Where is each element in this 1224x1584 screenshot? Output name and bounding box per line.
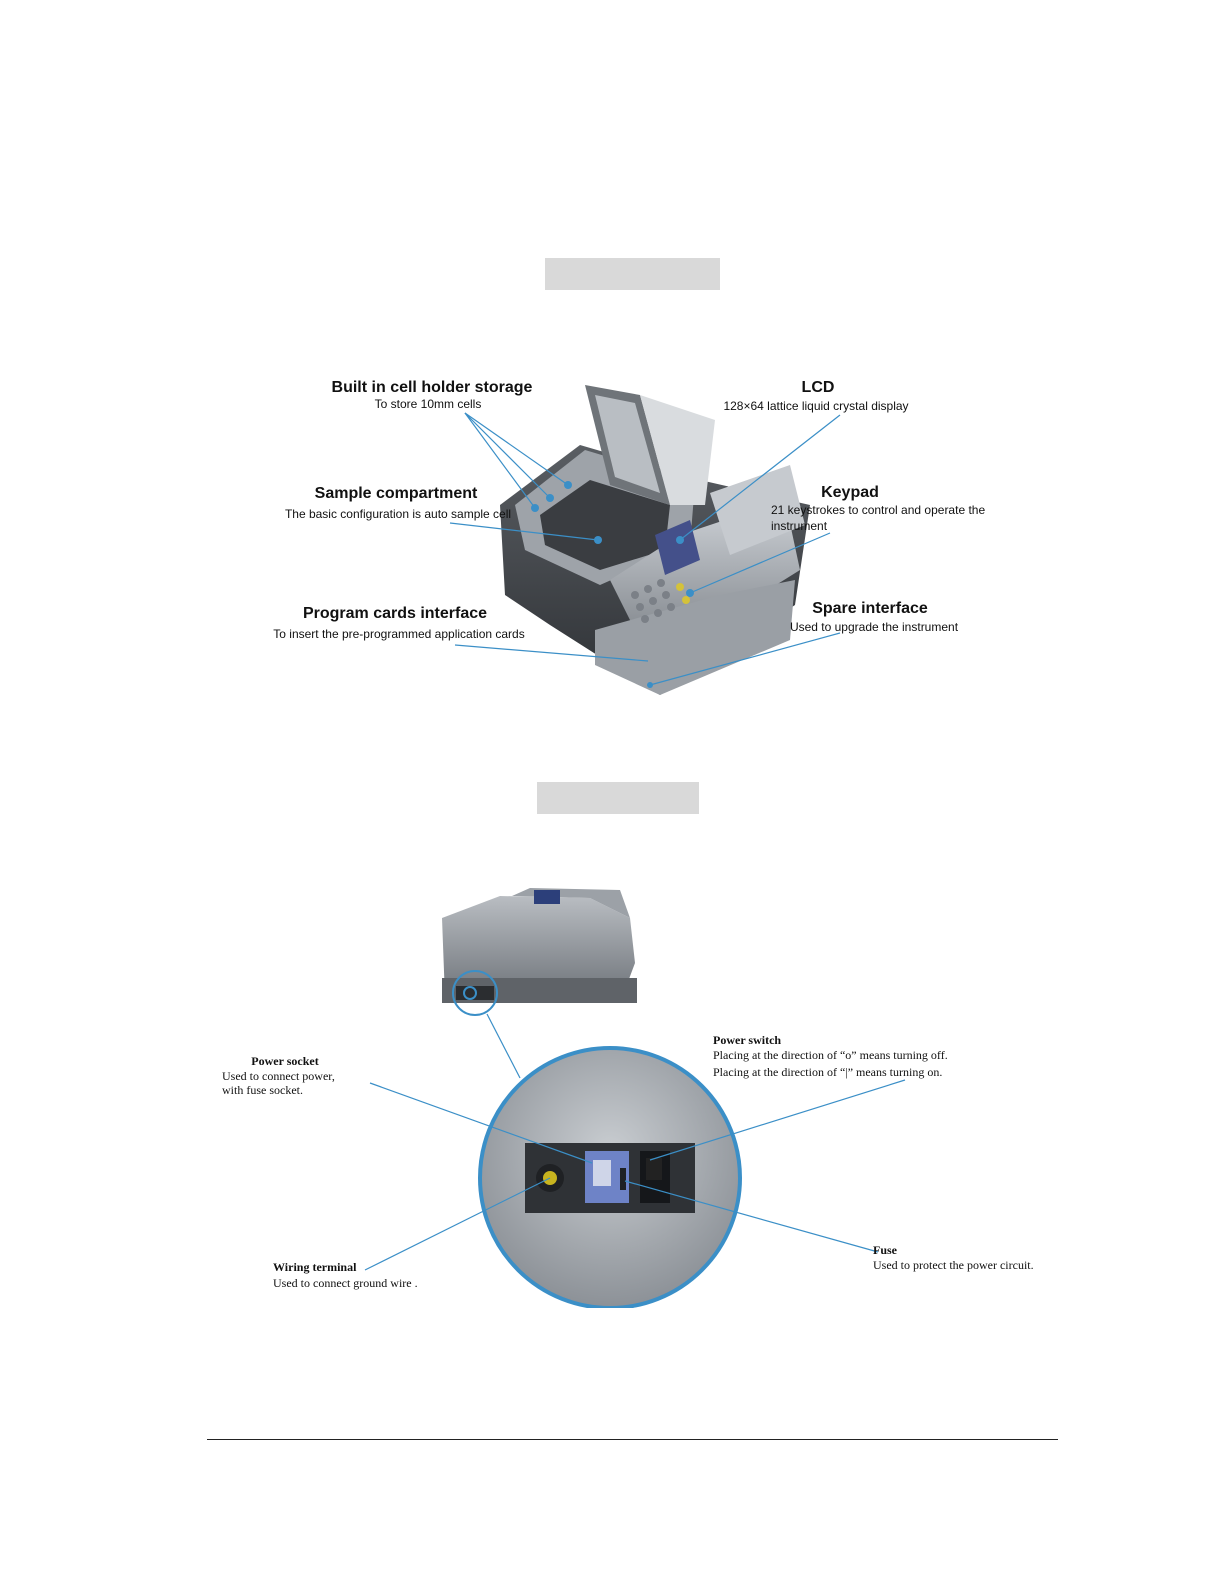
rear-view-figure: Power switch Placing at the direction of… [200,868,1060,1308]
callout-power-socket-desc-2: with fuse socket. [222,1083,303,1097]
rear-panel-zoom [478,1046,742,1308]
callout-spare-interface-title: Spare interface [812,600,928,617]
callout-power-switch-desc: Placing at the direction of “o” means tu… [713,1048,948,1062]
callout-keypad-desc-2: instrument [771,519,828,533]
callout-keypad-desc: 21 keystrokes to control and operate the [771,503,985,517]
callout-sample-compartment-desc: The basic configuration is auto sample c… [285,507,511,521]
front-view-figure: Built in cell holder storage To store 10… [250,365,1020,705]
callout-fuse-title: Fuse [873,1243,898,1257]
spectrophotometer-rear [442,888,637,1016]
leader-program-cards [454,644,649,662]
spectrophotometer-front [500,385,810,695]
callout-power-switch-desc-2: Placing at the direction of “|” means tu… [713,1065,942,1079]
leader-cell-holder-3 [464,412,569,486]
callout-wiring-terminal-desc: Used to connect ground wire . [273,1276,418,1290]
leader-spare-interface [649,632,841,686]
rear-view-illustration: Power switch Placing at the direction of… [222,888,1034,1308]
callout-power-switch-title: Power switch [713,1033,781,1047]
callout-lcd-title: LCD [802,379,835,396]
callout-program-cards-desc: To insert the pre-programmed application… [273,627,524,641]
leader-cell-holder-1 [464,412,536,509]
figure-caption-placeholder-2 [537,782,699,814]
callout-cell-holder-desc: To store 10mm cells [375,397,482,411]
callout-spare-interface-desc: Used to upgrade the instrument [790,620,959,634]
leader-sample-compartment [449,522,599,541]
callout-program-cards-title: Program cards interface [303,605,487,622]
front-view-illustration: Built in cell holder storage To store 10… [273,379,985,695]
leader-zoom [486,1013,521,1079]
callout-power-socket-desc: Used to connect power, [222,1069,335,1083]
leader-fuse [624,1180,879,1253]
footer-rule [207,1439,1058,1440]
callout-power-socket-title: Power socket [251,1054,318,1068]
leader-lcd [679,414,841,541]
callout-wiring-terminal-title: Wiring terminal [273,1260,357,1274]
callout-fuse-desc: Used to protect the power circuit. [873,1258,1034,1272]
leader-cell-holder-2 [464,412,551,499]
leader-power-switch [649,1079,906,1161]
callout-cell-holder-title: Built in cell holder storage [332,379,533,396]
callout-lcd-desc: 128×64 lattice liquid crystal display [723,399,908,413]
leader-power-socket [369,1082,593,1164]
leader-keypad [689,532,831,594]
figure-caption-placeholder-1 [545,258,720,290]
callout-keypad-title: Keypad [821,484,879,501]
callout-sample-compartment-title: Sample compartment [315,485,478,502]
leader-wiring-terminal [364,1177,551,1271]
